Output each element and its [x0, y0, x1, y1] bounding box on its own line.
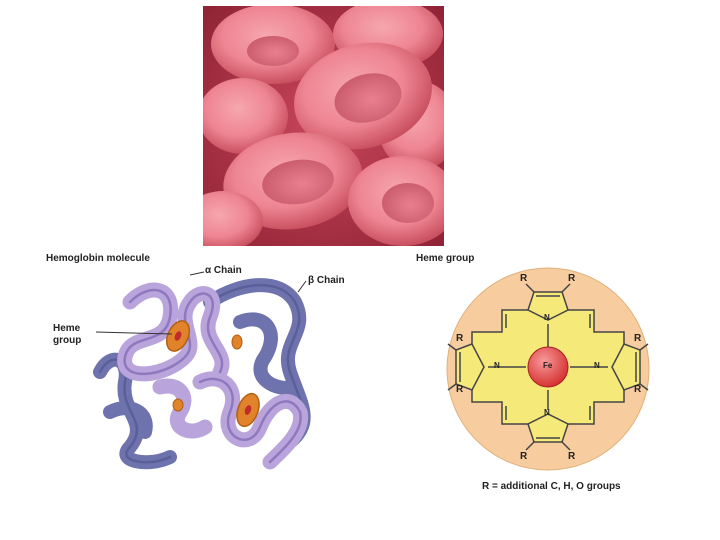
- heme-caption: R = additional C, H, O groups: [482, 481, 621, 492]
- fe-label: Fe: [543, 361, 552, 370]
- hemoglobin-molecule-icon: [90, 262, 330, 477]
- r-label-4: R: [634, 333, 641, 344]
- r-label-3: R: [456, 333, 463, 344]
- r-label-2: R: [568, 273, 575, 284]
- n-label-right: N: [594, 361, 600, 370]
- red-blood-cells-photo: [203, 6, 444, 246]
- r-label-5: R: [456, 384, 463, 395]
- red-blood-cells-icon: [203, 6, 444, 246]
- n-label-bottom: N: [544, 408, 550, 417]
- beta-chain-label: β Chain: [308, 275, 345, 286]
- alpha-chain-label: α Chain: [205, 265, 242, 276]
- heme-group-label-line1: Heme: [53, 323, 80, 334]
- heme-structure-icon: [440, 262, 660, 482]
- r-label-8: R: [568, 451, 575, 462]
- n-label-left: N: [494, 361, 500, 370]
- r-label-6: R: [634, 384, 641, 395]
- r-label-1: R: [520, 273, 527, 284]
- heme-group-diagram: [440, 262, 660, 482]
- hemoglobin-molecule: [90, 262, 330, 477]
- heme-group-label-line2: group: [53, 335, 81, 346]
- r-label-7: R: [520, 451, 527, 462]
- n-label-top: N: [544, 313, 550, 322]
